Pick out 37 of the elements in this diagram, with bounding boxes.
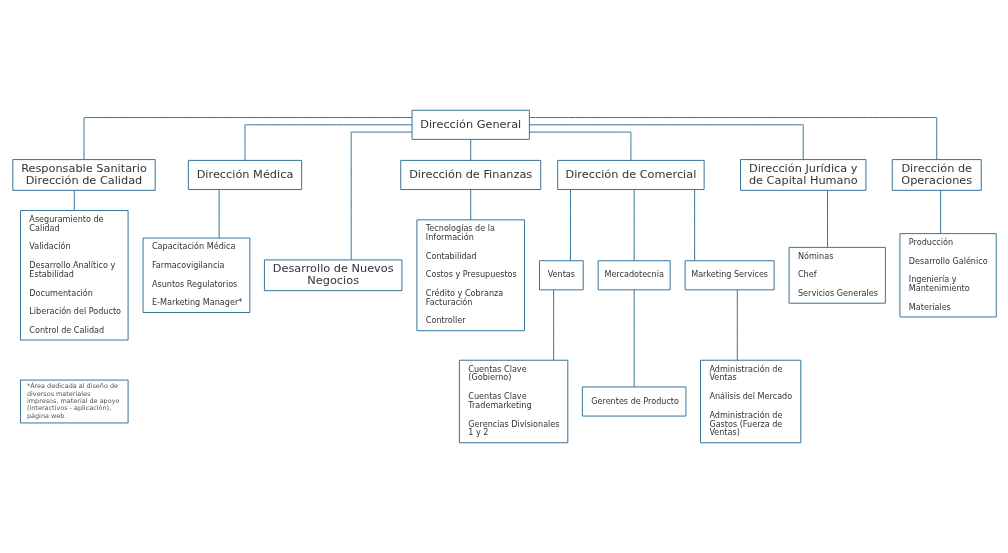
- node-box: Marketing Services: [684, 260, 775, 291]
- node-box: Dirección Jurídica y de Capital Humano: [739, 159, 866, 191]
- node-box: Dirección Médica: [187, 159, 302, 190]
- node-box: Gerentes de Producto: [581, 386, 686, 417]
- connector: [939, 189, 941, 235]
- node-box: Dirección de Finanzas: [399, 159, 541, 190]
- node-box: Tecnologías de la Información Contabilidad Costos y Presupuestos Crédito y Cobranza Facturación Controller: [415, 219, 525, 332]
- node-box: Capacitación Médica Farmacovigilancia Asuntos Regulatorios E-Marketing Manager*: [142, 237, 250, 313]
- connector: [83, 117, 412, 161]
- connector: [528, 117, 937, 161]
- node-box: Mercadotecnia: [597, 260, 671, 291]
- connector: [633, 189, 635, 262]
- node-box: Dirección de Operaciones: [891, 159, 982, 191]
- connector: [736, 289, 738, 361]
- connector: [350, 131, 412, 261]
- connector: [569, 189, 571, 262]
- connector: [244, 124, 412, 161]
- node-box: Dirección General: [411, 109, 530, 140]
- connector: [528, 131, 631, 161]
- connector: [826, 189, 828, 248]
- connector: [633, 289, 635, 388]
- connector: [552, 289, 554, 361]
- connector: [73, 189, 75, 211]
- node-box: Desarrollo de Nuevos Negocios: [263, 259, 402, 292]
- node-box: Cuentas Clave (Gobierno) Cuentas Clave Trademarketing Gerencias Divisionales 1 y 2: [458, 359, 568, 444]
- node-box: Aseguramiento de Calidad Validación Desarrollo Analítico y Estabilidad Documentación Liberación del Poducto Control de Calidad: [19, 210, 129, 341]
- connector: [469, 139, 471, 161]
- connector: [693, 189, 695, 262]
- connector: [528, 124, 804, 160]
- node-box: Dirección de Comercial: [556, 159, 705, 190]
- node-box: Ventas: [538, 260, 584, 291]
- node-box: Nóminas Chef Servicios Generales: [788, 246, 886, 304]
- node-box: Administración de Ventas Análisis del Mercado Administración de Gastos (Fuerza de Ventas): [699, 359, 801, 444]
- node-box: Responsable Sanitario Dirección de Calidad: [11, 159, 156, 191]
- node-box: Producción Desarrollo Galénico Ingeniería y Mantenimiento Materiales: [898, 233, 997, 318]
- connector: [469, 189, 471, 221]
- connector: [218, 189, 220, 239]
